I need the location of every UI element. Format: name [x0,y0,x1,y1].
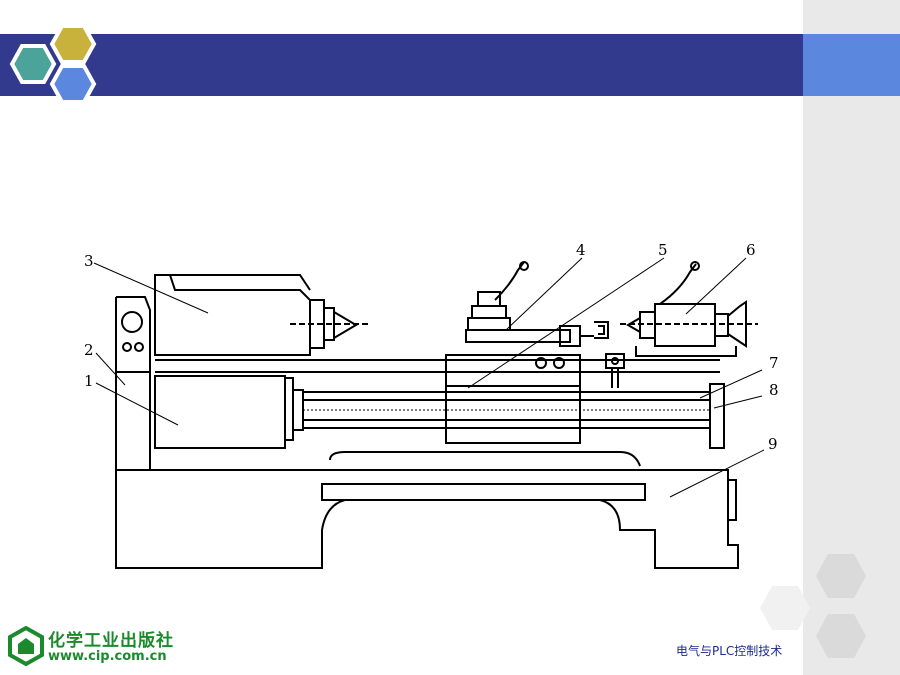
publisher-url[interactable]: www.cip.com.cn [48,649,167,664]
publisher-name: 化学工业出版社 [48,631,174,651]
callout-3: 3 [84,252,94,270]
hexagon-logo-icon [9,24,97,104]
course-title: 电气与PLC控制技术 [676,644,783,658]
callout-8: 8 [769,381,779,399]
header-bar [0,34,803,96]
callout-9: 9 [768,435,778,453]
callout-2: 2 [84,341,94,359]
callout-5: 5 [658,241,668,259]
header-accent [803,34,900,96]
callout-4: 4 [576,241,586,259]
callout-6: 6 [746,241,756,259]
publisher-logo-icon [8,626,44,666]
callout-1: 1 [84,372,94,390]
decorative-hexagons-icon [760,554,866,658]
callout-7: 7 [769,354,779,372]
